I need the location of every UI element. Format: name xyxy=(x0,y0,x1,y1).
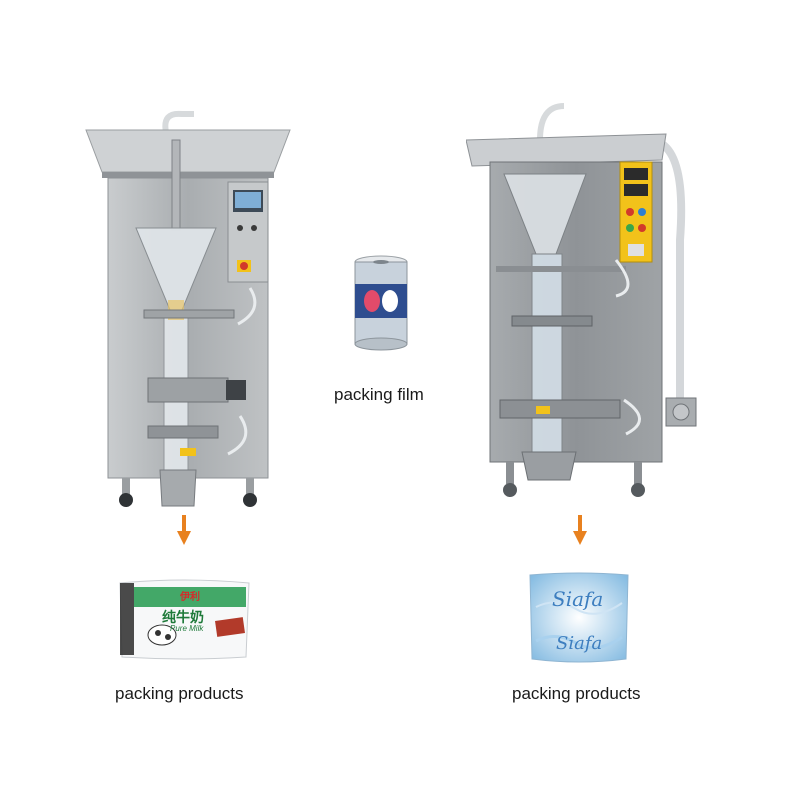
water-pouch-product: Siafa Siafa xyxy=(526,571,632,665)
milk-product-name-cn: 纯牛奶 xyxy=(162,609,204,625)
water-brand-top: Siafa xyxy=(552,587,604,611)
right-product-caption: packing products xyxy=(512,684,641,703)
packing-film-caption: packing film xyxy=(334,385,424,404)
water-pouch-shape xyxy=(529,572,629,663)
water-brand-bottom: Siafa xyxy=(556,633,603,654)
right-packing-machine xyxy=(466,103,697,497)
milk-pouch-shape xyxy=(119,579,250,660)
milk-pouch-product: 伊利 纯牛奶 Pure Milk xyxy=(118,577,251,661)
left-product-caption: packing products xyxy=(115,684,244,703)
right-arrow-down-icon xyxy=(573,515,587,545)
left-arrow-down-icon xyxy=(177,515,191,545)
milk-brand-text: 伊利 xyxy=(180,592,200,603)
left-packing-machine xyxy=(85,110,291,507)
packing-film-roll xyxy=(354,255,408,351)
milk-product-name-en: Pure Milk xyxy=(170,624,204,633)
